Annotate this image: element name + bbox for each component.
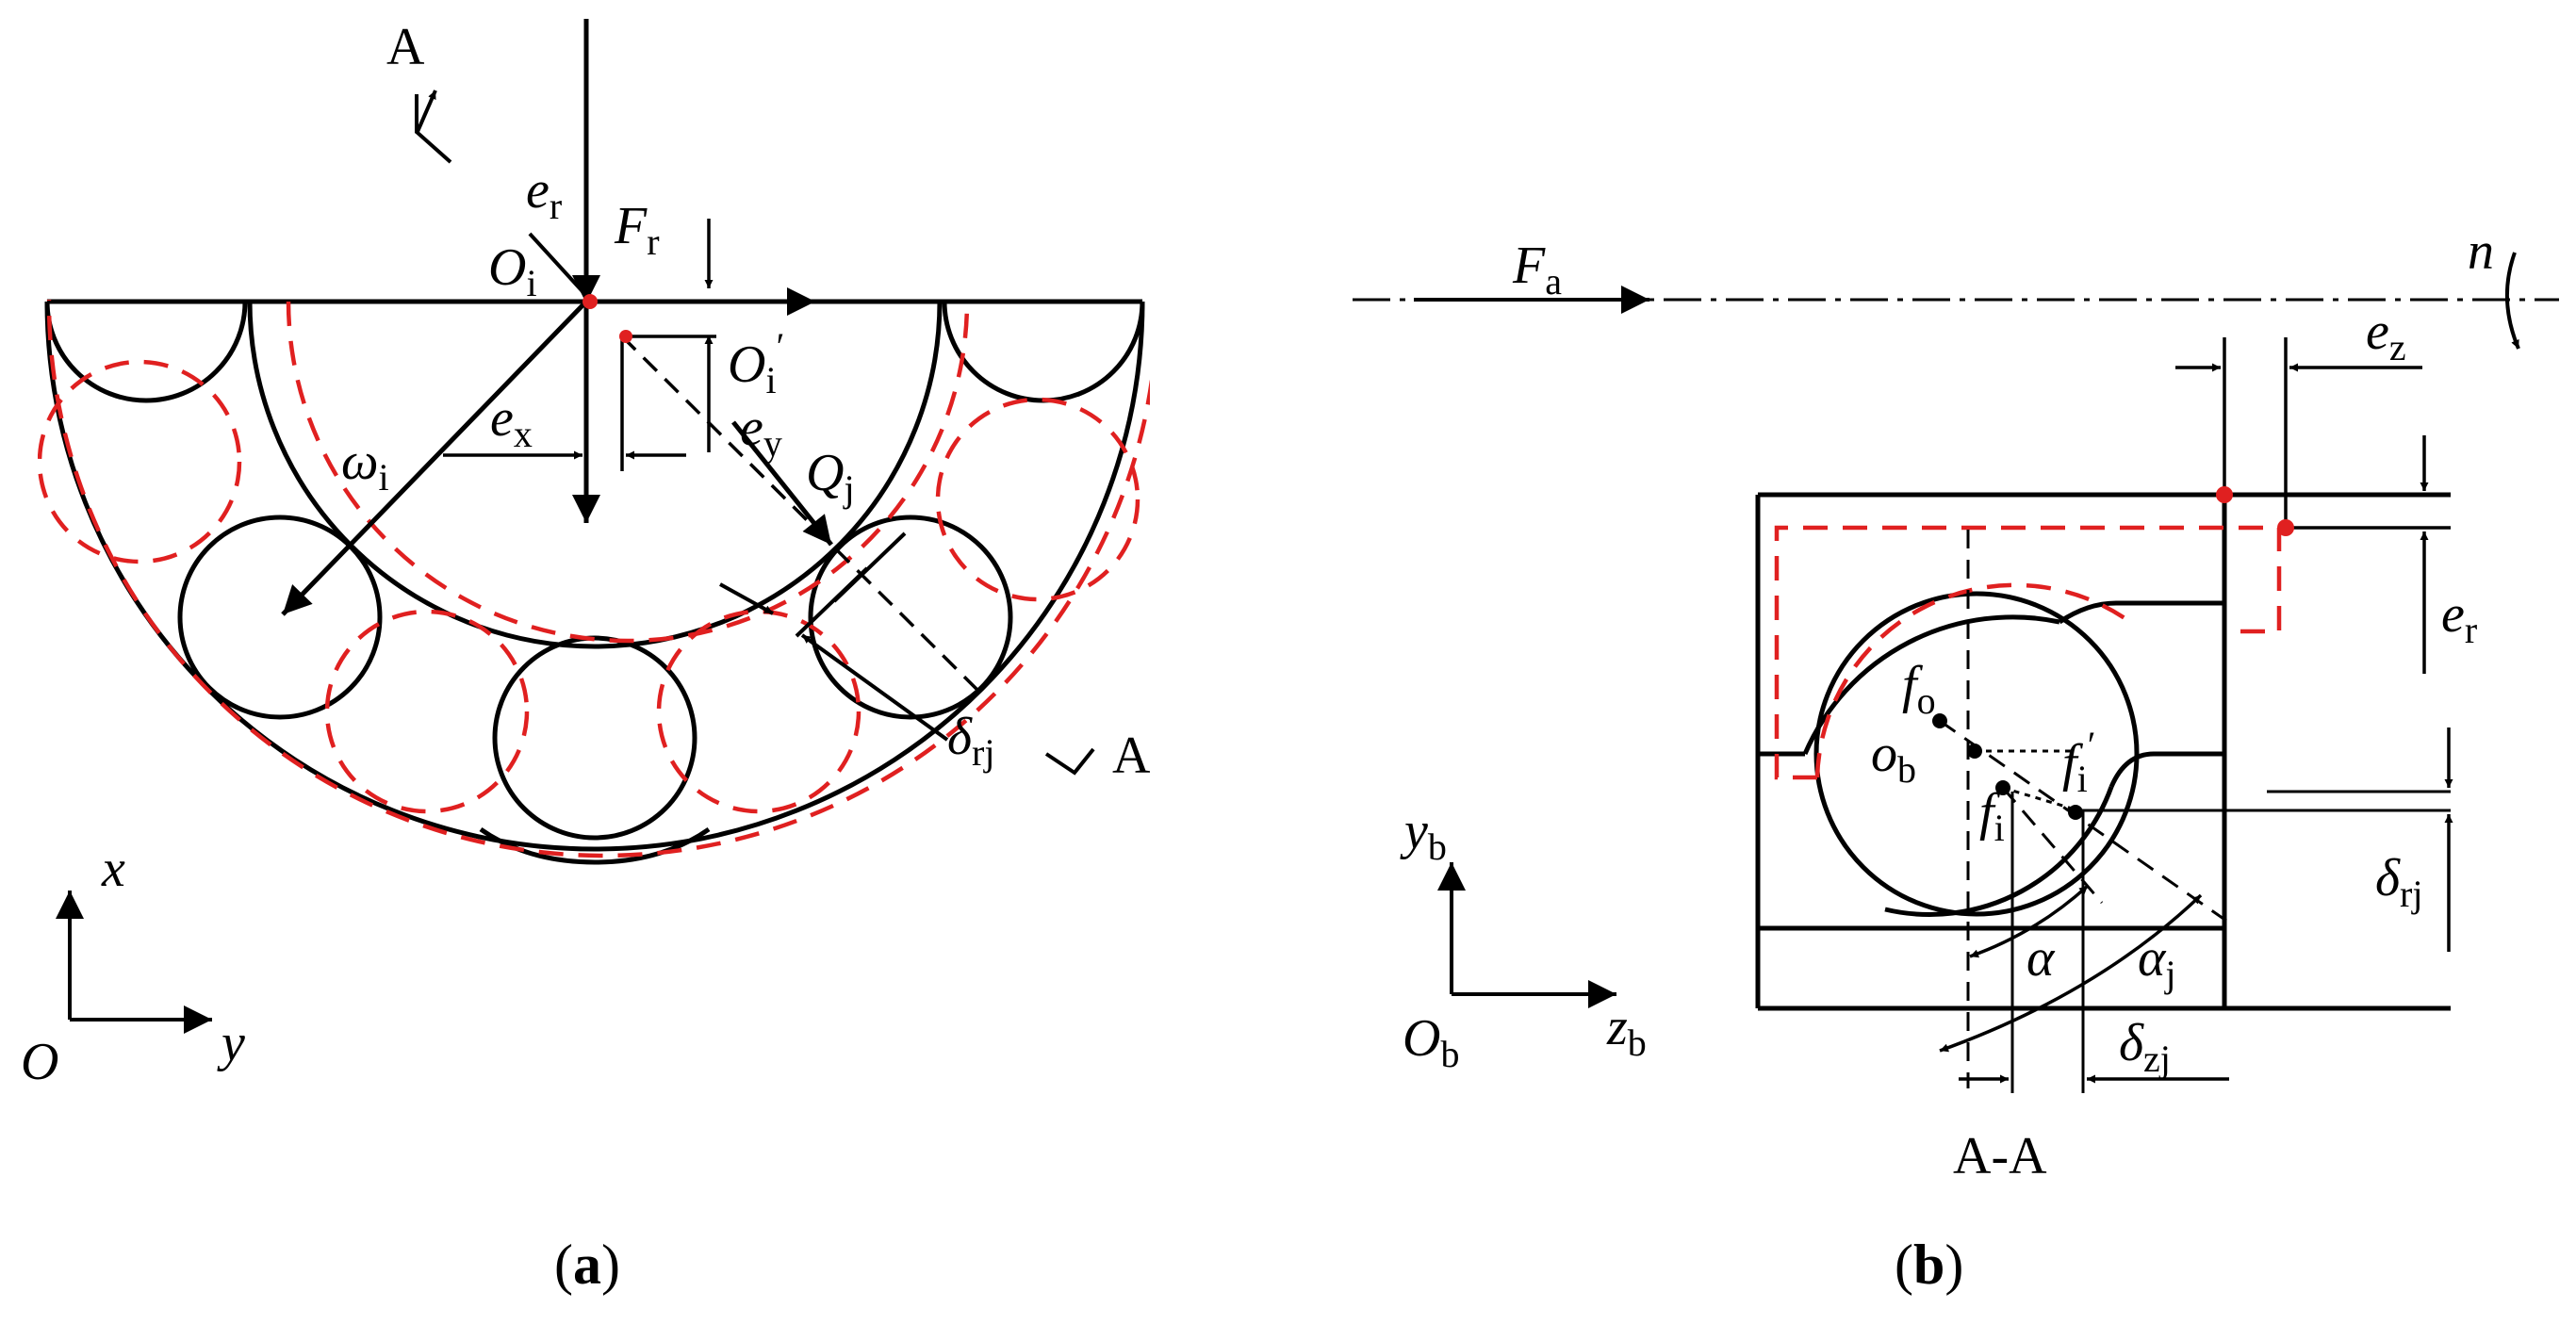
point-fo xyxy=(1932,713,1947,728)
label-section-a-bottom: A xyxy=(1112,727,1151,785)
label-er-a: er xyxy=(526,161,562,227)
label-ex: ex xyxy=(490,389,533,455)
label-yb: yb xyxy=(1400,802,1447,868)
contact-line-left xyxy=(281,300,588,616)
center-oi-prime-point xyxy=(619,330,632,343)
er-indicator xyxy=(528,232,592,302)
deformed-section xyxy=(1774,525,2282,780)
label-oi: Oi xyxy=(488,238,537,304)
force-qj-arrow xyxy=(731,420,833,547)
label-alpha: α xyxy=(2026,929,2056,988)
axes-panel-a xyxy=(56,891,212,1034)
caption-b: (b) xyxy=(1895,1234,1963,1296)
label-section-aa: A-A xyxy=(1953,1127,2047,1185)
label-er-b: er xyxy=(2441,585,2477,651)
label-origin-o: O xyxy=(21,1033,58,1091)
label-alpha-j: αj xyxy=(2138,929,2176,995)
ball-left xyxy=(177,515,383,720)
label-fi-prime: fi′ xyxy=(2062,724,2095,800)
label-ey: ey xyxy=(740,399,782,465)
deformed-outer-ring xyxy=(46,300,1150,858)
panel-b: Fa n ez er fo ob fi′ fi δrj α αj δzj yb … xyxy=(1353,222,2559,1296)
label-zb: zb xyxy=(1606,998,1647,1064)
label-ob: ob xyxy=(1871,725,1916,791)
label-ez: ez xyxy=(2366,302,2406,368)
point-ob xyxy=(1967,744,1982,759)
point-red-corner-2 xyxy=(2277,519,2294,536)
label-ob-origin: Ob xyxy=(1403,1009,1459,1075)
label-axis-y: y xyxy=(217,1014,245,1072)
point-fi xyxy=(1995,780,2010,795)
label-omega-i: ωi xyxy=(341,433,389,499)
center-oi-point xyxy=(582,294,598,309)
label-fo: fo xyxy=(1902,656,1936,722)
point-red-corner-1 xyxy=(2216,486,2233,503)
caption-a: (a) xyxy=(554,1234,620,1296)
point-fi-prime xyxy=(2068,805,2083,820)
label-delta-zj: δzj xyxy=(2119,1014,2171,1080)
label-qj: Qj xyxy=(806,444,855,510)
label-delta-rj-a: δrj xyxy=(947,708,994,774)
deformed-geometry xyxy=(38,300,1150,858)
outer-ring-section xyxy=(1755,492,2451,1011)
rolling-balls xyxy=(177,515,1013,841)
deformed-inner-ring xyxy=(286,301,970,644)
section-mark-a-bottom xyxy=(1044,747,1095,776)
label-axis-x: x xyxy=(101,840,125,898)
panel-a: A er Fr Oi Oi′ ex ey ωi Qj δrj A x y O (… xyxy=(21,18,1151,1296)
alpha-j-arc xyxy=(1939,893,2203,1053)
label-fa: Fa xyxy=(1512,237,1562,302)
label-section-a-top: A xyxy=(386,18,425,76)
inner-ring xyxy=(247,301,943,649)
ez-dimension xyxy=(2175,337,2422,528)
delta-rj-dimension xyxy=(719,531,949,742)
label-fr: Fr xyxy=(614,197,660,263)
label-oi-prime: Oi′ xyxy=(728,325,784,401)
label-delta-rj-b: δrj xyxy=(2375,849,2422,915)
axes-panel-b xyxy=(1437,862,1616,1008)
ball-right xyxy=(808,515,1013,720)
rotation-n-arrow xyxy=(2504,252,2520,350)
load-line-right-dashed xyxy=(620,335,987,699)
section-mark-a-top xyxy=(415,90,452,164)
oi-offset-dimension xyxy=(620,219,716,471)
er-dimension-b xyxy=(2224,435,2451,674)
label-n: n xyxy=(2468,222,2494,281)
ball-center xyxy=(492,635,697,841)
